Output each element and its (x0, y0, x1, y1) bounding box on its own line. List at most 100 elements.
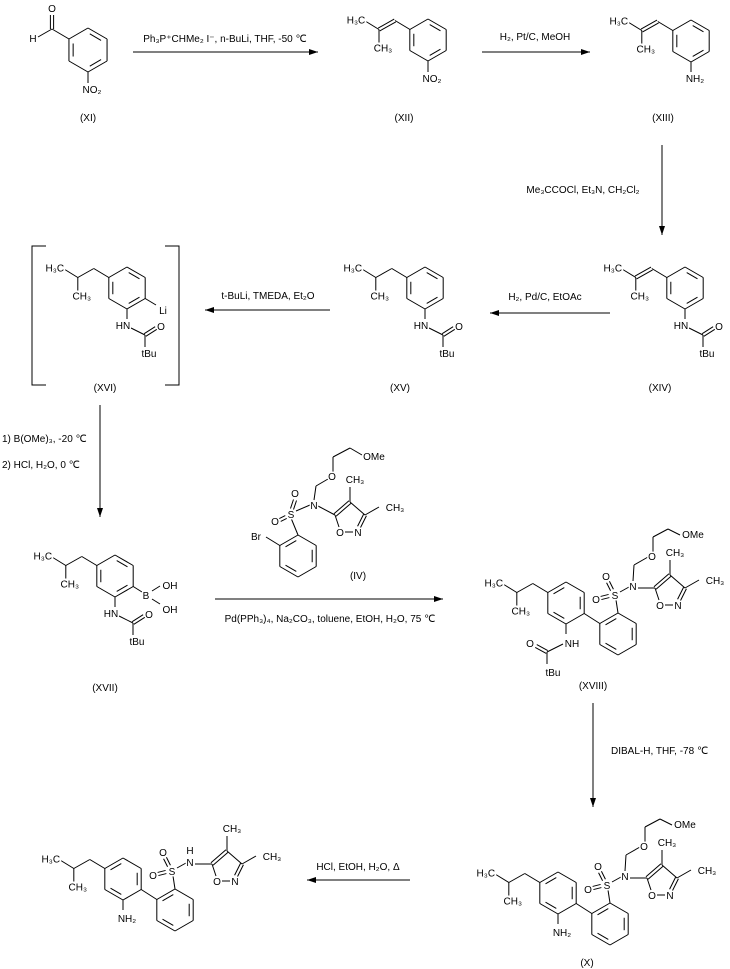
reagents-r9: HCl, EtOH, H₂O, Δ (316, 862, 400, 873)
methyl-label: CH₃ (61, 580, 80, 591)
bond (73, 859, 91, 869)
bond (96, 554, 116, 566)
bond (532, 583, 549, 593)
reagents-r2: H₂, Pt/C, MeOH (500, 32, 571, 43)
bond (690, 19, 710, 31)
bond (429, 24, 441, 32)
bond (666, 298, 686, 310)
bond (290, 499, 294, 509)
compound-XI (37, 15, 89, 83)
bond (591, 902, 611, 914)
bond (671, 878, 679, 891)
bond (151, 585, 161, 592)
bond (122, 889, 142, 901)
bond (162, 918, 174, 926)
tbu-label: tBu (141, 349, 156, 360)
bond (110, 887, 122, 895)
ether-o-label: O (648, 552, 656, 563)
methyl-label: CH₃ (706, 576, 725, 587)
compound-label: (X) (580, 958, 593, 969)
bond (174, 920, 194, 932)
methoxy-label: OMe (363, 452, 385, 463)
bond (290, 517, 299, 536)
bond (651, 268, 668, 278)
bond (162, 894, 174, 902)
bond (116, 560, 128, 568)
bond (688, 327, 704, 336)
arrow-r3 (659, 145, 665, 235)
amine-label: NH₂ (553, 928, 571, 939)
bond (617, 644, 637, 656)
bond (144, 298, 157, 306)
arrowhead-icon (659, 226, 665, 235)
bond (652, 528, 669, 538)
bond (647, 865, 664, 880)
sulfonyl-o-label: O (592, 595, 600, 606)
bond (617, 612, 637, 624)
reagents-r6-step2: 2) HCl, H₂O, 0 ℃ (2, 460, 80, 471)
aldehyde-h-label: H (29, 34, 36, 45)
arrowhead-icon (307, 877, 316, 883)
carbonyl-o-label: O (145, 610, 153, 621)
compound-label: (XV) (390, 383, 410, 394)
arrow-r1 (133, 49, 318, 55)
bond (335, 502, 352, 517)
sulfonyl-o-label: O (602, 572, 610, 583)
bond (133, 616, 146, 625)
bond (108, 298, 128, 310)
bond (640, 19, 658, 30)
bond (140, 889, 158, 900)
aldehyde-o-label: O (48, 4, 56, 15)
bond (406, 266, 426, 278)
bond (334, 514, 340, 528)
compound-label: (XI) (80, 113, 96, 124)
bond (93, 268, 110, 278)
compound-label: (XIII) (652, 113, 674, 124)
bond (131, 614, 144, 623)
methyl-label: H₃C (46, 264, 65, 275)
methyl-label: CH₃ (371, 292, 390, 303)
methyl-label: CH₃ (223, 824, 242, 835)
amide-nh-label: NH (565, 639, 579, 650)
bond (163, 858, 169, 867)
bond (669, 877, 677, 890)
bond (599, 612, 619, 624)
bond (619, 586, 630, 593)
bond (87, 60, 108, 73)
bond (132, 586, 143, 593)
bond (583, 613, 601, 624)
methoxy-label: OMe (674, 820, 696, 831)
bond (391, 268, 408, 278)
bond (68, 27, 89, 40)
bond (646, 877, 652, 891)
bond (546, 643, 564, 653)
bond (609, 934, 629, 946)
bond (143, 326, 156, 335)
amide-nh-label: HN (674, 321, 688, 332)
bond (557, 903, 577, 915)
benzene-ring (539, 871, 577, 915)
methyl-label: CH₃ (504, 897, 523, 908)
bond (51, 28, 70, 40)
amine-label: NH₂ (118, 914, 136, 925)
reagents-r7: Pd(PPh₃)₄, Na₂CO₃, toluene, EtOH, H₂O, 7… (225, 614, 436, 625)
bond (547, 581, 567, 593)
bond (145, 328, 158, 337)
bond (661, 864, 678, 879)
bond (669, 574, 686, 589)
bond (593, 887, 602, 891)
methyl-label: H₃C (485, 579, 504, 590)
bond (110, 863, 122, 871)
bond (703, 328, 716, 337)
bond (672, 19, 692, 31)
bond (545, 901, 557, 909)
bond (426, 272, 438, 280)
bond (377, 18, 395, 29)
bond (545, 877, 557, 885)
isoxazole-n-label: N (354, 528, 361, 539)
bond (428, 327, 444, 336)
methyl-label: H₃C (42, 855, 61, 866)
bond (122, 857, 142, 869)
arrow-r8 (590, 703, 596, 807)
compound-XVII (52, 556, 161, 635)
